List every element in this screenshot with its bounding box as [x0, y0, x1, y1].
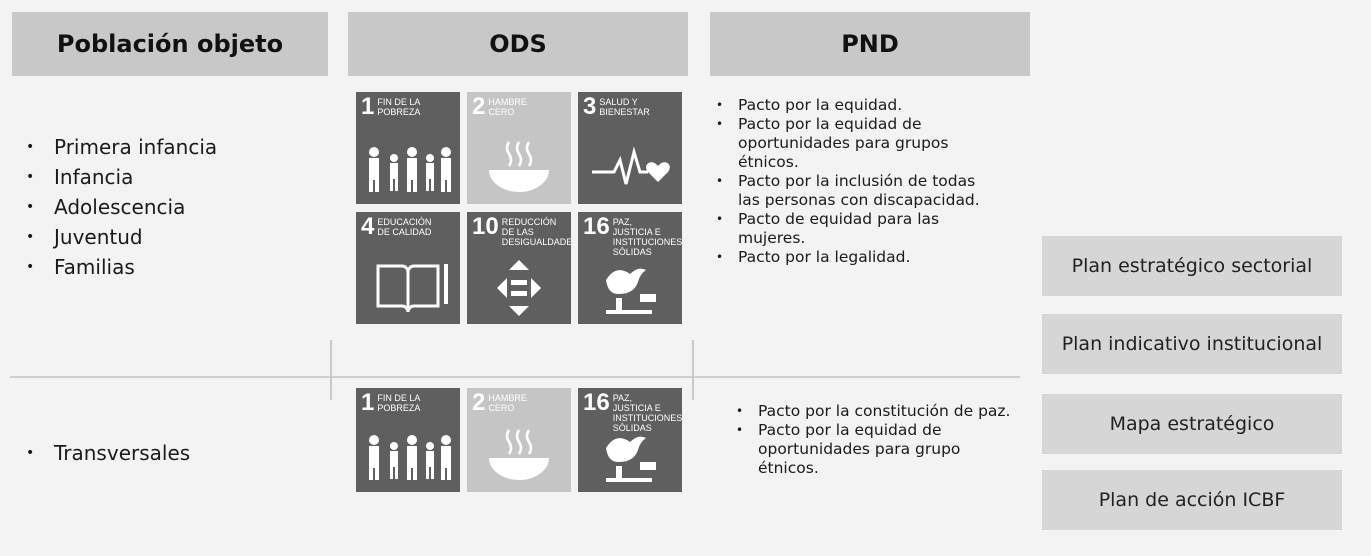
family-icon	[369, 147, 451, 192]
ods-tile-1-transversal: 1Fin de la pobreza	[356, 388, 460, 492]
pnd-item: Pacto por la equidad.	[712, 96, 992, 115]
bowl-icon	[489, 141, 549, 192]
dove-gavel-icon	[606, 268, 656, 314]
pnd-item: Pacto por la constitución de paz.	[732, 402, 1022, 421]
poblacion-item: Juventud	[12, 222, 217, 252]
pnd-item: Pacto de equidad para las mujeres.	[712, 210, 992, 248]
ods-tile-4: 4Educación de calidad	[356, 212, 460, 324]
ods-tile-3: 3Salud y bienestar	[578, 92, 682, 204]
ods-label: Hambre cero	[488, 393, 527, 413]
ods-tile-2: 2Hambre cero	[467, 92, 571, 204]
poblacion-item: Primera infancia	[12, 132, 217, 162]
column-divider	[330, 340, 332, 400]
equality-arrows-icon	[497, 260, 541, 316]
poblacion-item: Adolescencia	[12, 192, 217, 222]
poblacion-item: Familias	[12, 252, 217, 282]
column-divider	[692, 340, 694, 400]
ods-label: Reducción de las desigualdades	[501, 217, 571, 247]
pnd-item: Pacto por la equidad de oportunidades pa…	[732, 421, 1022, 478]
pnd-item: Pacto por la inclusión de todas las pers…	[712, 172, 992, 210]
header-ods: ODS	[348, 12, 688, 76]
family-icon	[369, 435, 451, 480]
bowl-icon	[489, 429, 549, 480]
ods-label: Fin de la pobreza	[377, 97, 421, 117]
book-icon	[376, 264, 448, 313]
heartbeat-icon	[592, 146, 670, 185]
dove-gavel-icon	[606, 436, 656, 482]
ods-tile-16: 16Paz, justicia e instituciones sólidas	[578, 212, 682, 324]
pnd-list: Pacto por la equidad. Pacto por la equid…	[712, 96, 992, 267]
ods-number: 1	[361, 93, 375, 120]
ods-number: 10	[472, 213, 499, 240]
transversal-list: Transversales	[12, 438, 190, 468]
plan-accion-icbf: Plan de acción ICBF	[1042, 470, 1342, 530]
poblacion-item: Infancia	[12, 162, 217, 192]
plan-estrategico-sectorial: Plan estratégico sectorial	[1042, 236, 1342, 296]
ods-number: 16	[583, 213, 610, 240]
ods-number: 3	[583, 93, 597, 120]
ods-number: 1	[361, 389, 375, 416]
ods-label: Hambre cero	[488, 97, 527, 117]
poblacion-list: Primera infancia Infancia Adolescencia J…	[12, 132, 217, 282]
ods-tile-10: 10Reducción de las desigualdades	[467, 212, 571, 324]
transversal-item: Transversales	[12, 438, 190, 468]
ods-label: Educación de calidad	[377, 217, 432, 237]
mapa-estrategico: Mapa estratégico	[1042, 394, 1342, 454]
ods-tile-1: 1Fin de la pobreza	[356, 92, 460, 204]
ods-number: 2	[472, 93, 486, 120]
ods-label: Fin de la pobreza	[377, 393, 421, 413]
ods-label: Salud y bienestar	[599, 97, 650, 117]
pnd-transversal-list: Pacto por la constitución de paz. Pacto …	[732, 402, 1022, 478]
ods-tile-2-transversal: 2Hambre cero	[467, 388, 571, 492]
header-poblacion-objeto: Población objeto	[12, 12, 328, 76]
header-pnd: PND	[710, 12, 1030, 76]
ods-number: 16	[583, 389, 610, 416]
plan-indicativo-institucional: Plan indicativo institucional	[1042, 314, 1342, 374]
ods-tile-16-transversal: 16Paz, justicia e instituciones sólidas	[578, 388, 682, 492]
section-divider	[10, 376, 1020, 378]
ods-label: Paz, justicia e instituciones sólidas	[612, 217, 682, 257]
ods-number: 2	[472, 389, 486, 416]
pnd-item: Pacto por la equidad de oportunidades pa…	[712, 115, 992, 172]
pnd-item: Pacto por la legalidad.	[712, 248, 992, 267]
ods-number: 4	[361, 213, 375, 240]
ods-label: Paz, justicia e instituciones sólidas	[612, 393, 682, 433]
